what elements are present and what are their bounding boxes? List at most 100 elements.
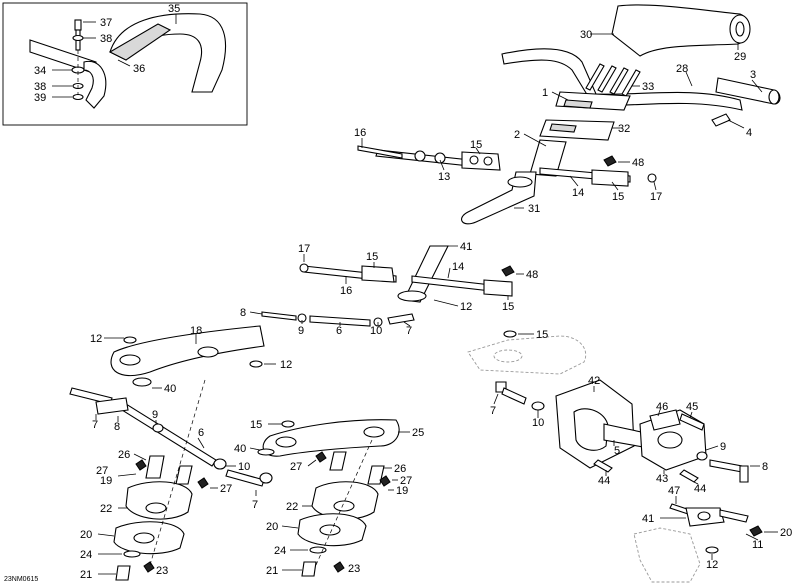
leader-13 [439, 159, 445, 171]
bracket-11-lower[interactable] [719, 509, 749, 523]
rod-end-13-eye-b [434, 152, 446, 164]
locknut-48-upper[interactable] [603, 155, 617, 167]
label-16-mid: 16 [340, 285, 352, 297]
locknut-27-center-a[interactable] [315, 451, 327, 463]
rod-end-center [259, 472, 273, 484]
clamp-15-middle[interactable] [361, 265, 395, 283]
leader-44-right [693, 481, 699, 485]
nut-15-center[interactable] [281, 420, 295, 428]
nut-9-right[interactable] [696, 451, 708, 461]
nut-17-middle[interactable] [299, 263, 309, 273]
bushing-46[interactable] [649, 409, 681, 431]
label-12-left: 12 [90, 333, 102, 345]
label-41-lower: 41 [642, 513, 654, 525]
riser-2[interactable] [529, 139, 567, 177]
locknut-27-left-a[interactable] [135, 459, 147, 471]
washer-24-left[interactable] [123, 550, 141, 558]
steering-arm-18[interactable] [110, 325, 265, 377]
middle-linkage: 41 17 15 16 14 48 12 15 8 9 6 10 7 [240, 241, 538, 337]
locknut-48-middle[interactable] [501, 265, 515, 277]
center-axis [315, 439, 373, 566]
plug-4[interactable] [711, 113, 731, 127]
column-41-flange [397, 290, 427, 302]
locknut-23-left[interactable] [143, 561, 155, 573]
bracket-20-bore [133, 532, 155, 544]
tie-rod-6-middle[interactable] [309, 315, 371, 327]
bracket-22-left[interactable] [125, 481, 193, 520]
bolt-7-right[interactable] [501, 387, 527, 405]
tie-rod-end-8[interactable] [261, 311, 297, 321]
leader-12-mid [433, 299, 459, 307]
clamp-15-upper[interactable] [461, 151, 501, 171]
handlebar-assembly: 30 29 28 3 4 33 1 32 2 31 16 15 13 14 15… [354, 4, 781, 225]
clamp-15-right[interactable] [591, 169, 629, 187]
nut-10-left[interactable] [213, 458, 227, 470]
label-1: 1 [542, 87, 548, 99]
label-44-right: 44 [694, 483, 706, 495]
label-19-center: 19 [396, 485, 408, 497]
nut-9-left[interactable] [152, 423, 164, 433]
leader-8-mid [249, 311, 263, 315]
locknut-20-right[interactable] [749, 525, 763, 537]
clamp-15-bolt [469, 155, 479, 165]
label-43: 43 [656, 473, 668, 485]
label-3: 3 [750, 69, 756, 81]
ghost-bracket-lower [633, 527, 701, 583]
label-44-left: 44 [598, 475, 610, 487]
nut-39[interactable] [72, 93, 84, 101]
bolt-27-center[interactable] [329, 451, 347, 471]
label-23-center: 23 [348, 563, 360, 575]
label-12-right: 12 [706, 559, 718, 571]
bolt-33-c[interactable] [609, 67, 629, 95]
bolt-21-center[interactable] [301, 561, 317, 577]
rod-end-8-stud [739, 465, 749, 483]
label-41: 41 [460, 241, 472, 253]
label-24-center: 24 [274, 545, 286, 557]
rod-end-8-left[interactable] [95, 397, 129, 415]
washer-24-center[interactable] [309, 546, 327, 554]
spacer-40-left[interactable] [132, 377, 152, 387]
bolt-19-left[interactable] [175, 465, 193, 485]
bolt-21-left[interactable] [115, 565, 131, 581]
nut-17-upper[interactable] [647, 173, 657, 183]
screw-44-left[interactable] [593, 459, 613, 473]
leader-26-left [133, 453, 147, 461]
rod-end-8-right[interactable] [709, 459, 743, 473]
screw-37[interactable] [74, 19, 82, 31]
leader-45 [689, 411, 693, 419]
label-22-center: 22 [286, 501, 298, 513]
spacer-40-center[interactable] [257, 448, 275, 456]
nut-10-right[interactable] [531, 401, 545, 411]
steering-arm-25[interactable] [262, 419, 400, 457]
pad-strap-36[interactable] [108, 23, 172, 61]
nut-12-left[interactable] [123, 336, 137, 344]
leader-27-center [307, 459, 317, 467]
bolt-33-b[interactable] [597, 65, 617, 93]
screw-44-right[interactable] [679, 469, 699, 483]
label-45: 45 [686, 401, 698, 413]
locknut-27-left-b[interactable] [197, 477, 209, 489]
label-25: 25 [412, 427, 424, 439]
label-28: 28 [676, 63, 688, 75]
nut-12-left-b[interactable] [249, 360, 263, 368]
bolt-33-a[interactable] [585, 63, 605, 91]
handlebar-pad-30[interactable] [611, 4, 750, 57]
leader-28 [685, 71, 693, 87]
label-15-right: 15 [536, 329, 548, 341]
locknut-23-center[interactable] [333, 561, 345, 573]
label-19-left: 19 [100, 475, 112, 487]
washer-38-top[interactable] [72, 34, 84, 42]
clamp-15-middle-right[interactable] [483, 279, 513, 297]
locknut-27-center-b[interactable] [379, 475, 391, 487]
leader-19-left [117, 473, 137, 477]
handlebar-28[interactable] [501, 48, 743, 111]
leader-20-left [97, 533, 115, 537]
bolt-45[interactable] [679, 413, 705, 431]
bolt-16[interactable] [357, 145, 403, 159]
bolt-26-left[interactable] [145, 455, 165, 479]
nut-12-right[interactable] [705, 546, 719, 554]
ball-joint-7-middle[interactable] [387, 313, 415, 325]
threaded-rod-7-center[interactable] [225, 469, 265, 487]
ghost-bore-upper [493, 349, 523, 363]
nut-15-right[interactable] [503, 330, 517, 338]
